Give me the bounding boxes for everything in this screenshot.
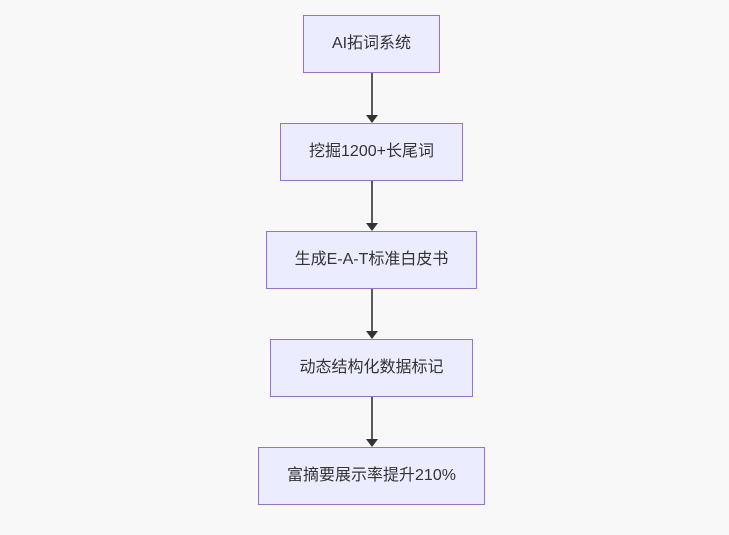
flowchart-node-4: 动态结构化数据标记 bbox=[270, 339, 473, 397]
edge-line-4 bbox=[370, 397, 373, 439]
flowchart-node-3: 生成E-A-T标准白皮书 bbox=[265, 231, 478, 289]
arrowhead-down-icon bbox=[365, 439, 378, 447]
node-1-label: AI拓词系统 bbox=[331, 35, 412, 52]
edge-line-3 bbox=[370, 289, 373, 331]
node-5-label: 富摘要展示率提升210% bbox=[287, 467, 456, 484]
node-3-label: 生成E-A-T标准白皮书 bbox=[294, 251, 449, 268]
edge-arrow-1 bbox=[365, 73, 378, 123]
edge-arrow-4 bbox=[365, 397, 378, 447]
edge-arrow-3 bbox=[365, 289, 378, 339]
node-4-label: 动态结构化数据标记 bbox=[299, 359, 444, 376]
edge-line-1 bbox=[370, 73, 373, 115]
edge-arrow-2 bbox=[365, 181, 378, 231]
edge-line-2 bbox=[370, 181, 373, 223]
arrowhead-down-icon bbox=[365, 331, 378, 339]
node-2-label: 挖掘1200+长尾词 bbox=[309, 143, 434, 160]
arrowhead-down-icon bbox=[365, 223, 378, 231]
flowchart-node-1: AI拓词系统 bbox=[302, 15, 441, 73]
arrowhead-down-icon bbox=[365, 115, 378, 123]
flowchart-node-2: 挖掘1200+长尾词 bbox=[280, 123, 463, 181]
flowchart: AI拓词系统 挖掘1200+长尾词 生成E-A-T标准白皮书 动态结构化数据标记 bbox=[7, 15, 729, 505]
flowchart-node-5: 富摘要展示率提升210% bbox=[258, 447, 485, 505]
